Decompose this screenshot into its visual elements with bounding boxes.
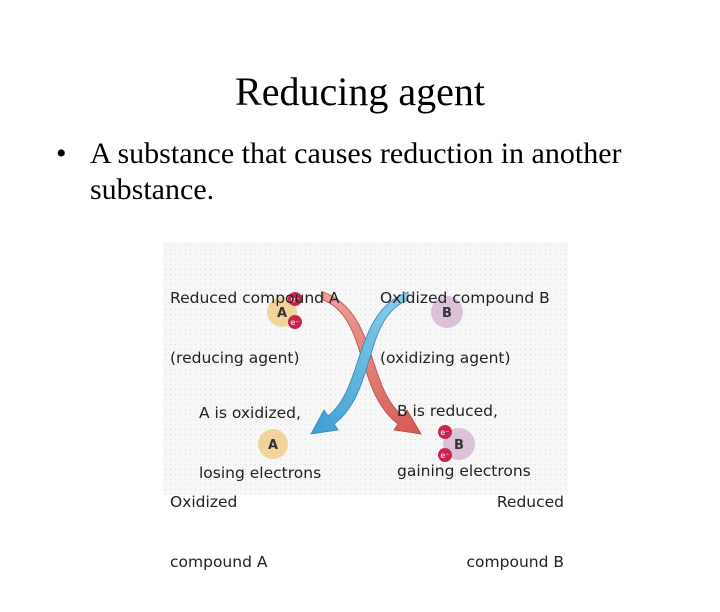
compound-b-oxidized-label: B <box>442 306 452 321</box>
slide-title: Reducing agent <box>235 69 485 114</box>
label-line: gaining electrons <box>397 462 531 480</box>
compound-b-oxidized-circle <box>431 296 463 328</box>
redox-diagram: A e⁻ e⁻ B A B e⁻ e⁻ Reduced compound A (… <box>163 242 568 571</box>
bullet-text: A substance that causes reduction in ano… <box>90 137 622 206</box>
label-line: compound A <box>170 553 268 571</box>
electron-symbol: e⁻ <box>290 318 299 327</box>
label-line: Oxidized compound B <box>380 289 550 307</box>
compound-a-oxidized-label: A <box>268 438 278 453</box>
label-line: (oxidizing agent) <box>380 349 511 367</box>
electron-icon <box>438 425 452 439</box>
compound-a-oxidized-circle <box>258 429 288 459</box>
label-oxidized-compound-b: Oxidized compound B (oxidizing agent) <box>380 248 550 408</box>
label-line: Reduced <box>496 493 564 511</box>
label-line: Oxidized <box>170 493 238 511</box>
electron-icon <box>288 292 302 306</box>
label-line: Reduced compound A <box>170 289 340 307</box>
label-line: compound B <box>466 553 564 571</box>
electron-symbol: e⁻ <box>440 451 449 460</box>
compound-a-reduced-label: A <box>277 306 287 321</box>
red-electron-flow-arrow <box>322 291 422 435</box>
label-oxidized-compound-a: Oxidized compound A <box>170 452 267 612</box>
electron-symbol: e⁻ <box>440 428 449 437</box>
bullet-symbol: • <box>56 137 67 170</box>
electron-icon <box>438 448 452 462</box>
electron-symbol: e⁻ <box>290 295 299 304</box>
compound-b-reduced-label: B <box>454 438 464 453</box>
label-b-is-reduced: B is reduced, gaining electrons <box>397 361 531 521</box>
electron-icon <box>288 315 302 329</box>
blue-electron-flow-arrow <box>310 291 409 435</box>
label-reduced-compound-a: Reduced compound A (reducing agent) <box>170 248 340 408</box>
label-line: A is oxidized, <box>199 404 301 422</box>
label-reduced-compound-b: Reduced compound B <box>467 452 564 612</box>
label-line: losing electrons <box>199 464 322 482</box>
label-a-is-oxidized: A is oxidized, losing electrons <box>199 363 321 523</box>
label-line: B is reduced, <box>397 402 498 420</box>
bullet-item: • A substance that causes reduction in a… <box>56 136 676 208</box>
label-line: (reducing agent) <box>170 349 300 367</box>
redox-diagram-graphic: A e⁻ e⁻ B A B e⁻ e⁻ <box>258 291 475 462</box>
